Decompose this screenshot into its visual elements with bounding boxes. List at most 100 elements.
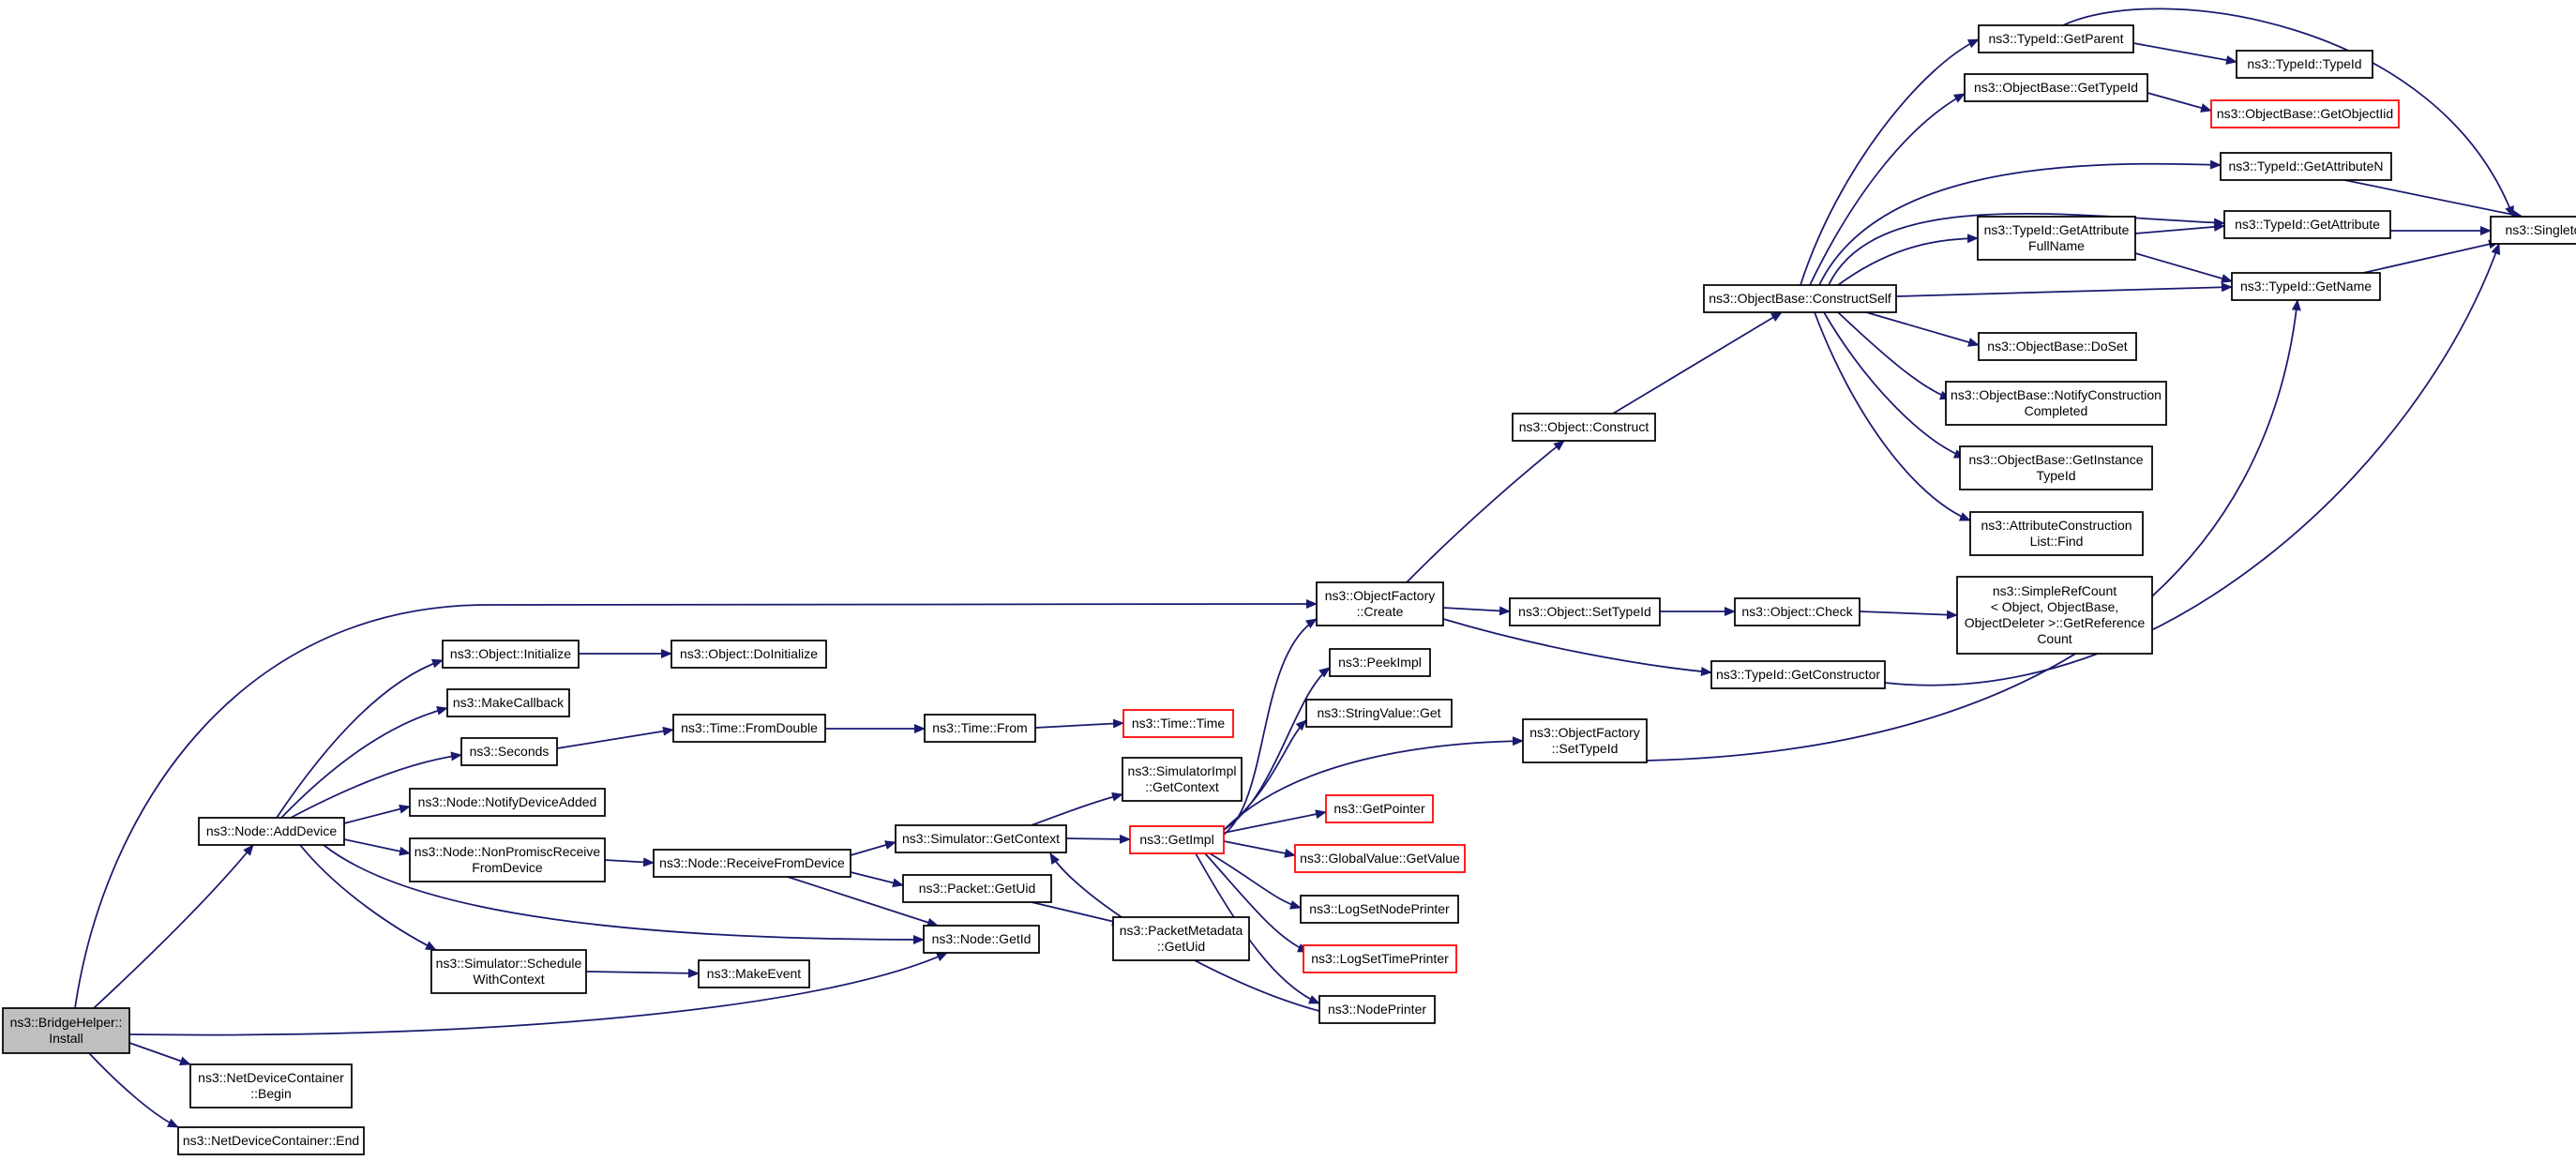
node-node-getid[interactable]: ns3::Node::GetId xyxy=(923,925,1040,954)
node-label: ns3::MakeCallback xyxy=(453,695,565,710)
node-label: ns3::ObjectFactory xyxy=(1529,725,1640,740)
node-getpointer[interactable]: ns3::GetPointer xyxy=(1325,794,1434,823)
node-makecallback[interactable]: ns3::MakeCallback xyxy=(446,688,570,717)
edge-typeid_getparent-to-singleton_get xyxy=(2062,8,2514,218)
node-stringvalue-get[interactable]: ns3::StringValue::Get xyxy=(1305,699,1453,728)
node-box xyxy=(1122,709,1234,738)
node-packet-getuid[interactable]: ns3::Packet::GetUid xyxy=(902,874,1052,903)
node-logsettimeprinter[interactable]: ns3::LogSetTimePrinter xyxy=(1303,944,1457,973)
node-box xyxy=(2220,152,2392,181)
node-time-fromdouble[interactable]: ns3::Time::FromDouble xyxy=(672,714,826,743)
nodes-layer: ns3::BridgeHelper::Installns3::NetDevice… xyxy=(2,24,2576,1155)
node-label: ns3::TypeId::TypeId xyxy=(2247,56,2361,71)
node-singleton-get[interactable]: ns3::Singleton::Get xyxy=(2490,216,2576,245)
node-node-adddevice[interactable]: ns3::Node::AddDevice xyxy=(198,817,345,846)
node-object-settypeid[interactable]: ns3::Object::SetTypeId xyxy=(1509,597,1661,626)
node-box xyxy=(1318,995,1436,1024)
node-box xyxy=(2223,210,2391,239)
node-label: ns3::Node::NonPromiscReceive xyxy=(414,844,601,859)
node-logsetnodeprinter[interactable]: ns3::LogSetNodePrinter xyxy=(1300,895,1459,924)
node-object-doinitialize[interactable]: ns3::Object::DoInitialize xyxy=(670,640,827,669)
node-getimpl[interactable]: ns3::GetImpl xyxy=(1129,825,1225,854)
edge-objectbase_constructself-to-typeid_getname xyxy=(1895,282,2233,297)
node-objectbase-getobjectiid[interactable]: ns3::ObjectBase::GetObjectIid xyxy=(2210,99,2400,128)
node-label: ns3::AttributeConstruction xyxy=(1981,518,2132,533)
node-simulatorimpl-getcontext[interactable]: ns3::SimulatorImpl::GetContext xyxy=(1122,757,1243,802)
node-label: ns3::ObjectBase::DoSet xyxy=(1987,339,2128,354)
node-box xyxy=(1964,73,2148,102)
node-simplerefcount[interactable]: ns3::SimpleRefCount< Object, ObjectBase,… xyxy=(1956,576,2153,655)
node-typeid-getattribute[interactable]: ns3::TypeId::GetAttribute xyxy=(2223,210,2391,239)
node-label: FullName xyxy=(2028,238,2085,253)
edge-node_adddevice-to-node_getid xyxy=(323,844,925,944)
node-peekimpl[interactable]: ns3::PeekImpl xyxy=(1329,648,1431,677)
node-objectbase-notifyconstructioncompleted[interactable]: ns3::ObjectBase::NotifyConstructionCompl… xyxy=(1945,381,2167,426)
node-ndc-begin[interactable]: ns3::NetDeviceContainer::Begin xyxy=(189,1063,353,1108)
node-objectbase-doset[interactable]: ns3::ObjectBase::DoSet xyxy=(1978,332,2137,361)
node-label: ns3::BridgeHelper:: xyxy=(10,1015,123,1030)
node-label: Completed xyxy=(2025,403,2088,418)
node-seconds[interactable]: ns3::Seconds xyxy=(460,737,558,766)
node-time-time[interactable]: ns3::Time::Time xyxy=(1122,709,1234,738)
node-ndc-end[interactable]: ns3::NetDeviceContainer::End xyxy=(177,1126,365,1155)
node-box xyxy=(1978,24,2134,53)
edge-getimpl-to-peekimpl xyxy=(1223,667,1331,831)
node-node-notifydeviceadded[interactable]: ns3::Node::NotifyDeviceAdded xyxy=(409,788,606,817)
node-box xyxy=(2236,50,2373,79)
edge-objectbase_constructself-to-typeid_getattribute xyxy=(1828,212,2225,286)
node-label: ns3::Object::SetTypeId xyxy=(1518,604,1651,619)
edge-typeid_getattributefullname-to-typeid_getname xyxy=(2134,252,2233,283)
node-objectfactory-settypeid[interactable]: ns3::ObjectFactory::SetTypeId xyxy=(1522,718,1648,763)
node-objectbase-gettypeid[interactable]: ns3::ObjectBase::GetTypeId xyxy=(1964,73,2148,102)
node-box xyxy=(1112,916,1250,961)
node-time-from[interactable]: ns3::Time::From xyxy=(924,714,1036,743)
node-globalvalue-getvalue[interactable]: ns3::GlobalValue::GetValue xyxy=(1294,844,1466,873)
node-label: Count xyxy=(2037,631,2071,646)
node-object-construct[interactable]: ns3::Object::Construct xyxy=(1512,413,1656,442)
node-label: ns3::TypeId::GetAttribute xyxy=(1984,222,2130,237)
node-box xyxy=(923,925,1040,954)
node-label: ns3::TypeId::GetName xyxy=(2240,279,2372,294)
node-box xyxy=(1734,597,1860,626)
node-label: ns3::ObjectBase::GetTypeId xyxy=(1974,80,2138,95)
node-label: ns3::NodePrinter xyxy=(1328,1002,1426,1017)
node-label: ::GetContext xyxy=(1145,779,1219,794)
edge-bridge_install-to-ndc_begin xyxy=(128,1042,191,1066)
node-typeid-getattributen[interactable]: ns3::TypeId::GetAttributeN xyxy=(2220,152,2392,181)
edge-seconds-to-time_fromdouble xyxy=(556,726,674,749)
node-typeid-getname[interactable]: ns3::TypeId::GetName xyxy=(2231,272,2381,301)
node-box xyxy=(902,874,1052,903)
node-label: ns3::NetDeviceContainer::End xyxy=(183,1133,359,1148)
node-label: < Object, ObjectBase, xyxy=(1991,599,2119,614)
node-simulator-getcontext[interactable]: ns3::Simulator::GetContext xyxy=(895,824,1067,853)
node-object-initialize[interactable]: ns3::Object::Initialize xyxy=(442,640,580,669)
node-box xyxy=(1522,718,1648,763)
node-box xyxy=(177,1126,365,1155)
node-packetmetadata-getuid[interactable]: ns3::PacketMetadata::GetUid xyxy=(1112,916,1250,961)
node-label: List::Find xyxy=(2030,534,2084,549)
node-label: ::Begin xyxy=(250,1086,292,1101)
node-nodeprinter[interactable]: ns3::NodePrinter xyxy=(1318,995,1436,1024)
node-typeid-getconstructor[interactable]: ns3::TypeId::GetConstructor xyxy=(1710,660,1886,689)
node-objectbase-constructself[interactable]: ns3::ObjectBase::ConstructSelf xyxy=(1703,284,1897,313)
edge-bridge_install-to-node_adddevice xyxy=(93,844,254,1009)
edge-getimpl-to-nodeprinter xyxy=(1195,852,1320,1004)
node-node-receivefromdevice[interactable]: ns3::Node::ReceiveFromDevice xyxy=(653,849,851,878)
node-label: ns3::TypeId::GetConstructor xyxy=(1716,667,1880,682)
edge-bridge_install-to-ndc_end xyxy=(88,1052,179,1128)
node-object-check[interactable]: ns3::Object::Check xyxy=(1734,597,1860,626)
node-makeevent[interactable]: ns3::MakeEvent xyxy=(698,959,810,988)
node-box xyxy=(1325,794,1434,823)
node-bridge-install[interactable]: ns3::BridgeHelper::Install xyxy=(2,1007,130,1054)
node-box xyxy=(1509,597,1661,626)
node-objectfactory-create[interactable]: ns3::ObjectFactory::Create xyxy=(1316,581,1444,626)
node-label: ::Create xyxy=(1357,604,1404,619)
node-typeid-getparent[interactable]: ns3::TypeId::GetParent xyxy=(1978,24,2134,53)
node-typeid-typeid[interactable]: ns3::TypeId::TypeId xyxy=(2236,50,2373,79)
edge-node_adddevice-to-seconds xyxy=(290,751,462,819)
